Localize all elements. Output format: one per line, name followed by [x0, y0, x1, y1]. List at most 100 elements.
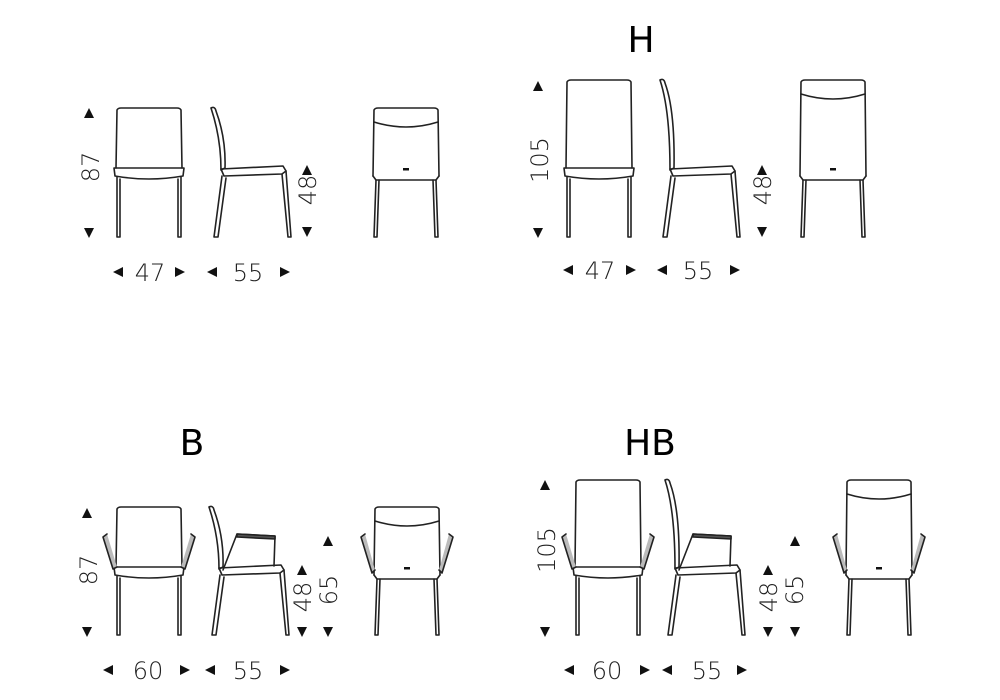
- arrow-left-icon: [563, 265, 573, 275]
- depth-label: 55: [233, 657, 264, 685]
- chair-leg: [575, 575, 580, 636]
- depth-label: 55: [692, 657, 723, 685]
- chair-leg: [627, 176, 632, 238]
- chair-leg: [667, 574, 681, 636]
- chair-backrest-profile: [208, 505, 224, 570]
- arrow-up-icon: [297, 565, 307, 575]
- arrow-left-icon: [205, 665, 215, 675]
- chair-leg: [281, 170, 292, 238]
- width-label: 60: [133, 657, 164, 685]
- chair-leg: [433, 578, 440, 636]
- chair-seat: [563, 167, 635, 180]
- chair-leg: [177, 575, 182, 636]
- arrow-right-icon: [737, 665, 747, 675]
- chair-armrest: [102, 533, 118, 570]
- chair-back-seam: [373, 121, 439, 128]
- back-view: [832, 479, 926, 636]
- chair-seat-profile: [669, 165, 736, 177]
- arrow-right-icon: [280, 665, 290, 675]
- chair-seat-profile: [220, 165, 287, 177]
- arrow-left-icon: [564, 665, 574, 675]
- dimension-arrows: [84, 108, 312, 277]
- chair-back-seam: [846, 493, 912, 500]
- seat-height-label: 48: [755, 582, 783, 613]
- arrow-down-icon: [533, 228, 543, 238]
- side-view: [208, 505, 290, 636]
- side-view: [659, 78, 741, 238]
- height-label: 87: [75, 555, 103, 586]
- chair-armrest: [910, 533, 926, 574]
- chair-seat-edge: [799, 175, 867, 181]
- chair-leg: [735, 569, 746, 636]
- arrow-left-icon: [662, 665, 672, 675]
- arrow-right-icon: [175, 267, 185, 277]
- chair-leg: [374, 578, 381, 636]
- height-label: 105: [526, 137, 554, 183]
- chair-back-seam: [800, 93, 866, 100]
- arrow-right-icon: [626, 265, 636, 275]
- panel-title-h: H: [627, 20, 654, 61]
- front-view: [563, 79, 635, 238]
- chair-seat-edge: [845, 574, 913, 580]
- chair-leg: [279, 569, 290, 636]
- arrow-down-icon: [790, 627, 800, 637]
- width-label: 60: [592, 657, 623, 685]
- chair-leg: [373, 179, 380, 238]
- arrow-down-icon: [540, 627, 550, 637]
- dimension-arrows: [82, 508, 333, 675]
- arrow-up-icon: [763, 565, 773, 575]
- chair-label-mark: [830, 168, 836, 171]
- chair-seat-edge: [373, 574, 441, 580]
- seat-height-label: 48: [749, 175, 777, 206]
- height-label: 87: [77, 152, 105, 183]
- arrow-up-icon: [82, 508, 92, 518]
- chair-label-mark: [876, 567, 882, 570]
- chair-leg: [177, 176, 182, 238]
- chair-back: [115, 107, 183, 169]
- back-view: [372, 107, 440, 238]
- chair-armrest-pad: [236, 533, 276, 540]
- chair-leg: [116, 176, 121, 238]
- chair-leg: [846, 578, 853, 636]
- chair-label-mark: [403, 168, 409, 171]
- chair-back: [574, 479, 642, 568]
- panel-title-hb: HB: [624, 423, 676, 464]
- arrow-down-icon: [763, 627, 773, 637]
- chair-backrest-profile: [659, 78, 675, 171]
- chair-armrest: [180, 533, 196, 570]
- side-view: [210, 106, 292, 238]
- chair-armrest: [639, 533, 655, 570]
- arrow-down-icon: [297, 627, 307, 637]
- back-view: [799, 79, 867, 238]
- depth-label: 55: [233, 259, 264, 287]
- chair-leg: [636, 575, 641, 636]
- chair-panel-b: [82, 505, 454, 675]
- arrow-left-icon: [207, 267, 217, 277]
- chair-leg: [213, 175, 227, 238]
- dimension-arrows: [533, 81, 767, 275]
- chair-leg: [905, 578, 912, 636]
- width-label: 47: [135, 259, 166, 287]
- chair-seat: [113, 167, 185, 180]
- chair-back: [115, 506, 183, 568]
- chair-armrest: [438, 533, 454, 574]
- chair-leg: [211, 574, 225, 636]
- arrow-down-icon: [757, 227, 767, 237]
- arm-height-label: 65: [315, 575, 343, 606]
- chair-leg: [566, 176, 571, 238]
- chair-leg: [859, 179, 866, 238]
- arrow-left-icon: [103, 665, 113, 675]
- seat-height-label: 48: [294, 175, 322, 206]
- chair-seat-edge: [372, 175, 440, 181]
- chair-seat: [572, 566, 644, 579]
- arrow-down-icon: [323, 627, 333, 637]
- chair-seat-profile: [218, 564, 285, 576]
- arrow-up-icon: [323, 536, 333, 546]
- chair-panel-hb: [540, 478, 926, 675]
- chair-leg: [730, 170, 741, 238]
- front-view: [561, 479, 655, 636]
- chair-armrest-profile: [222, 533, 276, 571]
- chair-armrest-profile: [678, 533, 732, 571]
- chair-back-rear: [373, 506, 441, 576]
